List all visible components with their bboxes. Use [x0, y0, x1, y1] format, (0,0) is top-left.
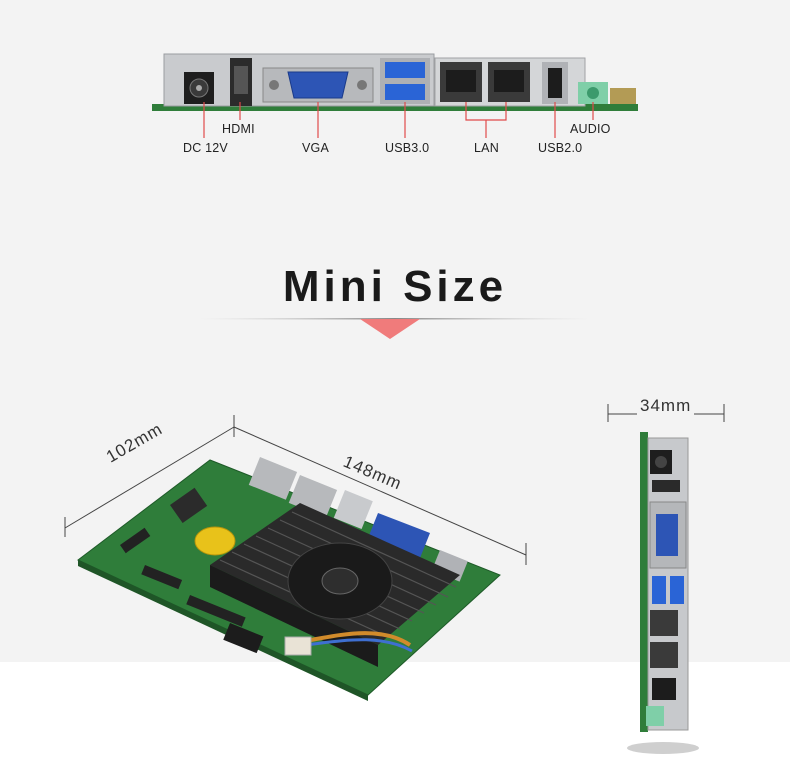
usb3-port-icon — [380, 58, 430, 104]
hdmi-port-icon — [230, 58, 252, 106]
usb2-label: USB2.0 — [538, 141, 583, 155]
lan-label: LAN — [474, 141, 499, 155]
audio-jack-icon — [578, 82, 636, 104]
side-view-image — [627, 432, 699, 754]
vga-port-icon — [262, 67, 374, 103]
usb2-port-icon — [542, 62, 568, 104]
io-panel-image — [152, 53, 638, 111]
motherboard-image — [64, 415, 527, 701]
audio-label: AUDIO — [570, 122, 611, 136]
page-title: Mini Size — [282, 262, 508, 311]
label-leader-lines — [203, 102, 594, 138]
hdmi-label: HDMI — [222, 122, 255, 136]
dc-jack-icon — [184, 72, 214, 104]
usb3-label: USB3.0 — [385, 141, 430, 155]
lan-port-icon — [440, 62, 530, 102]
height-dimension-label: 34mm — [637, 396, 695, 416]
title-underline-arrow — [200, 318, 590, 339]
vga-label: VGA — [302, 141, 329, 155]
dc-label: DC 12V — [183, 141, 228, 155]
